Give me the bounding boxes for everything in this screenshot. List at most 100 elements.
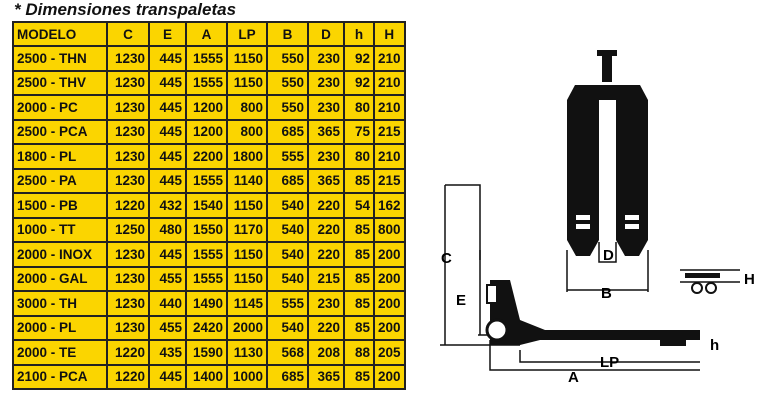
value-cell: 555 — [266, 290, 309, 317]
model-cell: 2500 - PCA — [12, 118, 108, 145]
value-cell: 1220 — [106, 339, 150, 366]
value-cell: 445 — [148, 45, 187, 72]
model-cell: 2000 - GAL — [12, 265, 108, 292]
value-cell: 2420 — [185, 314, 228, 341]
label-e: E — [456, 292, 466, 309]
value-cell: 1555 — [185, 265, 228, 292]
value-cell: 800 — [226, 94, 268, 121]
value-cell: 1555 — [185, 167, 228, 194]
value-cell: 1150 — [226, 241, 268, 268]
value-cell: 200 — [373, 241, 406, 268]
value-cell: 85 — [343, 241, 375, 268]
value-cell: 1150 — [226, 265, 268, 292]
value-cell: 1400 — [185, 363, 228, 390]
value-cell: 800 — [373, 216, 406, 243]
value-cell: 205 — [373, 339, 406, 366]
value-cell: 1220 — [106, 363, 150, 390]
value-cell: 455 — [148, 265, 187, 292]
value-cell: 210 — [373, 69, 406, 96]
value-cell: 1555 — [185, 241, 228, 268]
value-cell: 1000 — [226, 363, 268, 390]
model-cell: 2000 - PL — [12, 314, 108, 341]
value-cell: 210 — [373, 45, 406, 72]
value-cell: 230 — [307, 143, 345, 170]
label-h-upper: H — [744, 271, 755, 288]
page-title: * Dimensiones transpaletas — [14, 0, 237, 19]
value-cell: 80 — [343, 94, 375, 121]
value-cell: 200 — [373, 363, 406, 390]
value-cell: 1150 — [226, 45, 268, 72]
top-view — [567, 50, 648, 256]
value-cell: 215 — [307, 265, 345, 292]
value-cell: 540 — [266, 314, 309, 341]
value-cell: 550 — [266, 45, 309, 72]
value-cell: 365 — [307, 167, 345, 194]
value-cell: 92 — [343, 45, 375, 72]
value-cell: 1230 — [106, 314, 150, 341]
value-cell: 445 — [148, 69, 187, 96]
label-d: D — [603, 247, 614, 264]
value-cell: 200 — [373, 290, 406, 317]
value-cell: 540 — [266, 241, 309, 268]
value-cell: 1230 — [106, 45, 150, 72]
value-cell: 1490 — [185, 290, 228, 317]
label-lp: LP — [600, 354, 619, 371]
value-cell: 1550 — [185, 216, 228, 243]
value-cell: 540 — [266, 192, 309, 219]
value-cell: 230 — [307, 290, 345, 317]
value-cell: 1150 — [226, 192, 268, 219]
column-header-b: B — [266, 21, 309, 47]
value-cell: 540 — [266, 216, 309, 243]
column-header-lp: LP — [226, 21, 268, 47]
value-cell: 445 — [148, 94, 187, 121]
value-cell: 1555 — [185, 45, 228, 72]
column-header-e: E — [148, 21, 187, 47]
model-cell: 2100 - PCA — [12, 363, 108, 390]
value-cell: 480 — [148, 216, 187, 243]
model-cell: 3000 - TH — [12, 290, 108, 317]
column-header-a: A — [185, 21, 228, 47]
value-cell: 1230 — [106, 241, 150, 268]
value-cell: 435 — [148, 339, 187, 366]
value-cell: 445 — [148, 363, 187, 390]
value-cell: 365 — [307, 118, 345, 145]
value-cell: 1590 — [185, 339, 228, 366]
column-header-h: h — [343, 21, 375, 47]
value-cell: 1250 — [106, 216, 150, 243]
value-cell: 445 — [148, 241, 187, 268]
column-header-c: C — [106, 21, 150, 47]
model-cell: 2000 - TE — [12, 339, 108, 366]
value-cell: 162 — [373, 192, 406, 219]
value-cell: 220 — [307, 216, 345, 243]
value-cell: 1555 — [185, 69, 228, 96]
value-cell: 1140 — [226, 167, 268, 194]
model-cell: 1800 - PL — [12, 143, 108, 170]
value-cell: 445 — [148, 143, 187, 170]
pallet-truck-diagram: C E D B H h LP A — [440, 50, 755, 386]
model-cell: 2500 - THV — [12, 69, 108, 96]
value-cell: 1200 — [185, 94, 228, 121]
value-cell: 88 — [343, 339, 375, 366]
label-c: C — [441, 250, 452, 267]
value-cell: 215 — [373, 167, 406, 194]
value-cell: 92 — [343, 69, 375, 96]
value-cell: 1130 — [226, 339, 268, 366]
value-cell: 75 — [343, 118, 375, 145]
value-cell: 220 — [307, 314, 345, 341]
value-cell: 85 — [343, 216, 375, 243]
value-cell: 1230 — [106, 265, 150, 292]
value-cell: 455 — [148, 314, 187, 341]
model-cell: 2000 - INOX — [12, 241, 108, 268]
value-cell: 80 — [343, 143, 375, 170]
value-cell: 85 — [343, 167, 375, 194]
value-cell: 365 — [307, 363, 345, 390]
value-cell: 440 — [148, 290, 187, 317]
